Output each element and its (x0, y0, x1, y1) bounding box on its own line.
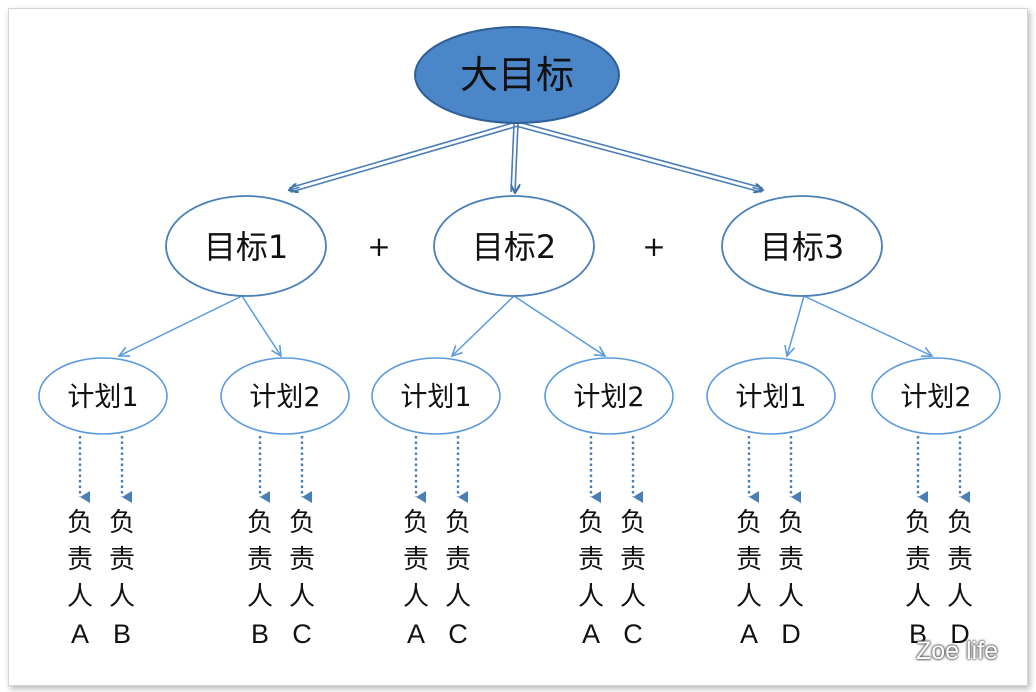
goal-plan-edge (119, 295, 243, 356)
owner-char: 负 (778, 508, 804, 538)
owner-char: 责 (620, 545, 646, 575)
plus-sign-2: + (642, 230, 665, 263)
plan-label: 计划1 (400, 382, 471, 413)
plus-sign-1: + (367, 230, 390, 263)
owner-char: 责 (109, 545, 135, 575)
owner-char: 负 (905, 508, 931, 538)
root-edge-head (290, 187, 300, 190)
root-edge-line-b (515, 123, 518, 192)
owner-char: 负 (109, 508, 135, 538)
owner-char: 负 (67, 508, 93, 538)
owner-letter: A (740, 619, 758, 649)
plan-label: 计划2 (249, 382, 320, 413)
goal-label-3: 目标3 (760, 228, 844, 266)
root-edge-line-a (516, 125, 762, 193)
root-edge-line-b (517, 121, 763, 189)
owner-char: 负 (445, 508, 471, 538)
owner-letter: B (909, 619, 927, 649)
root-label: 大目标 (460, 53, 574, 97)
plan-node (871, 357, 1001, 435)
owner-char: 负 (403, 508, 429, 538)
root-edge-line-a (289, 121, 517, 189)
plan-label: 计划2 (900, 382, 971, 413)
owner-char: 负 (736, 508, 762, 538)
goal-plan-edge (513, 295, 605, 356)
owner-char: 人 (67, 582, 93, 612)
root-edge-head (752, 187, 762, 190)
goal-label-2: 目标2 (472, 228, 556, 266)
plan-node (371, 357, 501, 435)
plan-node (220, 357, 350, 435)
owner-char: 人 (247, 582, 273, 612)
owner-letter: A (71, 619, 89, 649)
owner-char: 人 (905, 582, 931, 612)
root-edge-line-a (510, 123, 515, 193)
owner-char: 人 (736, 582, 762, 612)
owner-letter: A (582, 619, 600, 649)
owner-char: 责 (947, 545, 973, 575)
owner-char: 负 (620, 508, 646, 538)
plan-node (544, 357, 674, 435)
owner-char: 人 (445, 582, 471, 612)
goal-label-1: 目标1 (204, 228, 288, 266)
goal-plan-edge (452, 295, 515, 356)
plan-node (38, 357, 168, 435)
edges-layer (78, 121, 970, 503)
owner-char: 人 (403, 582, 429, 612)
owner-char: 人 (778, 582, 804, 612)
owner-char: 人 (620, 582, 646, 612)
owner-char: 责 (67, 545, 93, 575)
owner-char: 人 (109, 582, 135, 612)
owner-char: 责 (403, 545, 429, 575)
goal-plan-edge (787, 295, 805, 356)
owner-char: 人 (578, 582, 604, 612)
root-edge-line-b (290, 125, 518, 193)
owner-char: 责 (445, 545, 471, 575)
goal-node-3 (721, 195, 883, 297)
owner-letter: D (950, 619, 970, 649)
owner-char: 负 (247, 508, 273, 538)
owner-char: 责 (247, 545, 273, 575)
root-node (414, 26, 620, 124)
owner-char: 责 (578, 545, 604, 575)
owner-char: 责 (778, 545, 804, 575)
owner-letter: A (407, 619, 425, 649)
watermark-text: Zoe life (916, 636, 998, 665)
plan-label: 计划2 (573, 382, 644, 413)
watermark: Zoe life (876, 634, 998, 668)
plan-label: 计划1 (735, 382, 806, 413)
owner-char: 人 (947, 582, 973, 612)
owner-char: 责 (736, 545, 762, 575)
owner-letter: B (113, 619, 131, 649)
wechat-icon (876, 638, 909, 663)
owner-char: 人 (289, 582, 315, 612)
owner-char: 责 (905, 545, 931, 575)
owner-letter: C (448, 619, 468, 649)
owner-letter: B (251, 619, 269, 649)
owner-letter: D (781, 619, 801, 649)
owner-letter: C (623, 619, 643, 649)
goal-node-1 (165, 195, 327, 297)
plan-node (706, 357, 836, 435)
owner-letter: C (292, 619, 312, 649)
goal-node-2 (433, 195, 595, 297)
nodes-layer: 大目标++目标1计划1负责人A负责人B计划2负责人B负责人C目标2计划1负责人A… (38, 26, 1001, 649)
owner-char: 责 (289, 545, 315, 575)
owner-char: 负 (578, 508, 604, 538)
plan-label: 计划1 (67, 382, 138, 413)
owner-char: 负 (289, 508, 315, 538)
owner-char: 负 (947, 508, 973, 538)
goal-plan-edge (803, 295, 932, 356)
goal-plan-edge (241, 295, 281, 356)
